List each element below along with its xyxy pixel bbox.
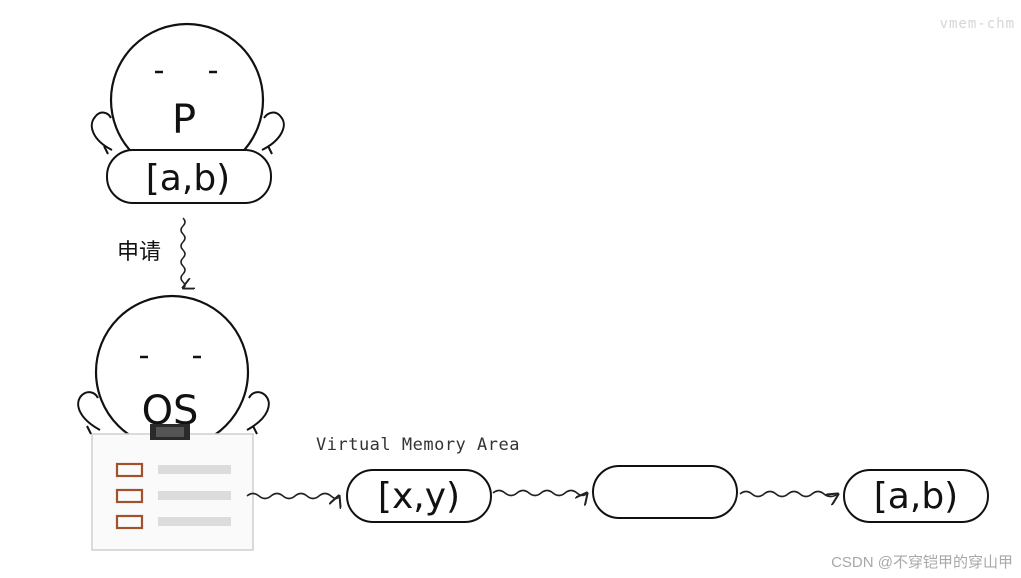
vma-node-3-box xyxy=(843,469,989,523)
vma-node-3: [a,b) xyxy=(843,469,989,523)
process-right-arm xyxy=(261,111,285,151)
process-right-tick xyxy=(267,145,273,155)
corner-watermark: vmem-chm xyxy=(939,16,1015,32)
document-line-2 xyxy=(158,491,231,500)
link-node-2-to-node-3 xyxy=(739,490,838,497)
document-line-3 xyxy=(158,517,231,526)
document-bullet-1 xyxy=(115,462,144,478)
process-range-text: [a,b) xyxy=(146,158,230,199)
vma-node-1-box xyxy=(346,469,492,523)
request-arrow xyxy=(181,217,185,288)
vma-list-document xyxy=(86,424,258,551)
process-name: P xyxy=(172,97,196,143)
document-clip-inner xyxy=(156,427,184,437)
vma-node-1: [x,y) xyxy=(346,469,492,523)
os-left-arm xyxy=(77,391,101,431)
document-line-1 xyxy=(158,465,231,474)
os-right-tick xyxy=(252,425,258,435)
document-bullet-2 xyxy=(115,488,144,504)
csdn-watermark: CSDN @不穿铠甲的穿山甲 xyxy=(831,554,1013,571)
process-left-tick xyxy=(103,145,109,155)
request-label: 申请 xyxy=(117,240,162,265)
process-range-box xyxy=(106,149,272,204)
os-left-tick xyxy=(86,425,92,435)
link-document-to-node-1 xyxy=(246,494,339,499)
process-left-arm xyxy=(90,111,113,151)
os-right-arm xyxy=(246,391,270,431)
vma-node-3-text: [a,b) xyxy=(874,476,958,517)
link-node-1-to-node-2 xyxy=(492,489,587,496)
vma-title: Virtual Memory Area xyxy=(316,435,520,455)
vma-node-1-text: [x,y) xyxy=(378,476,460,517)
process-character: P [a,b) xyxy=(90,22,285,204)
vma-node-2-box xyxy=(592,465,738,519)
document-bullet-3 xyxy=(115,514,144,530)
vma-node-2 xyxy=(592,465,738,519)
